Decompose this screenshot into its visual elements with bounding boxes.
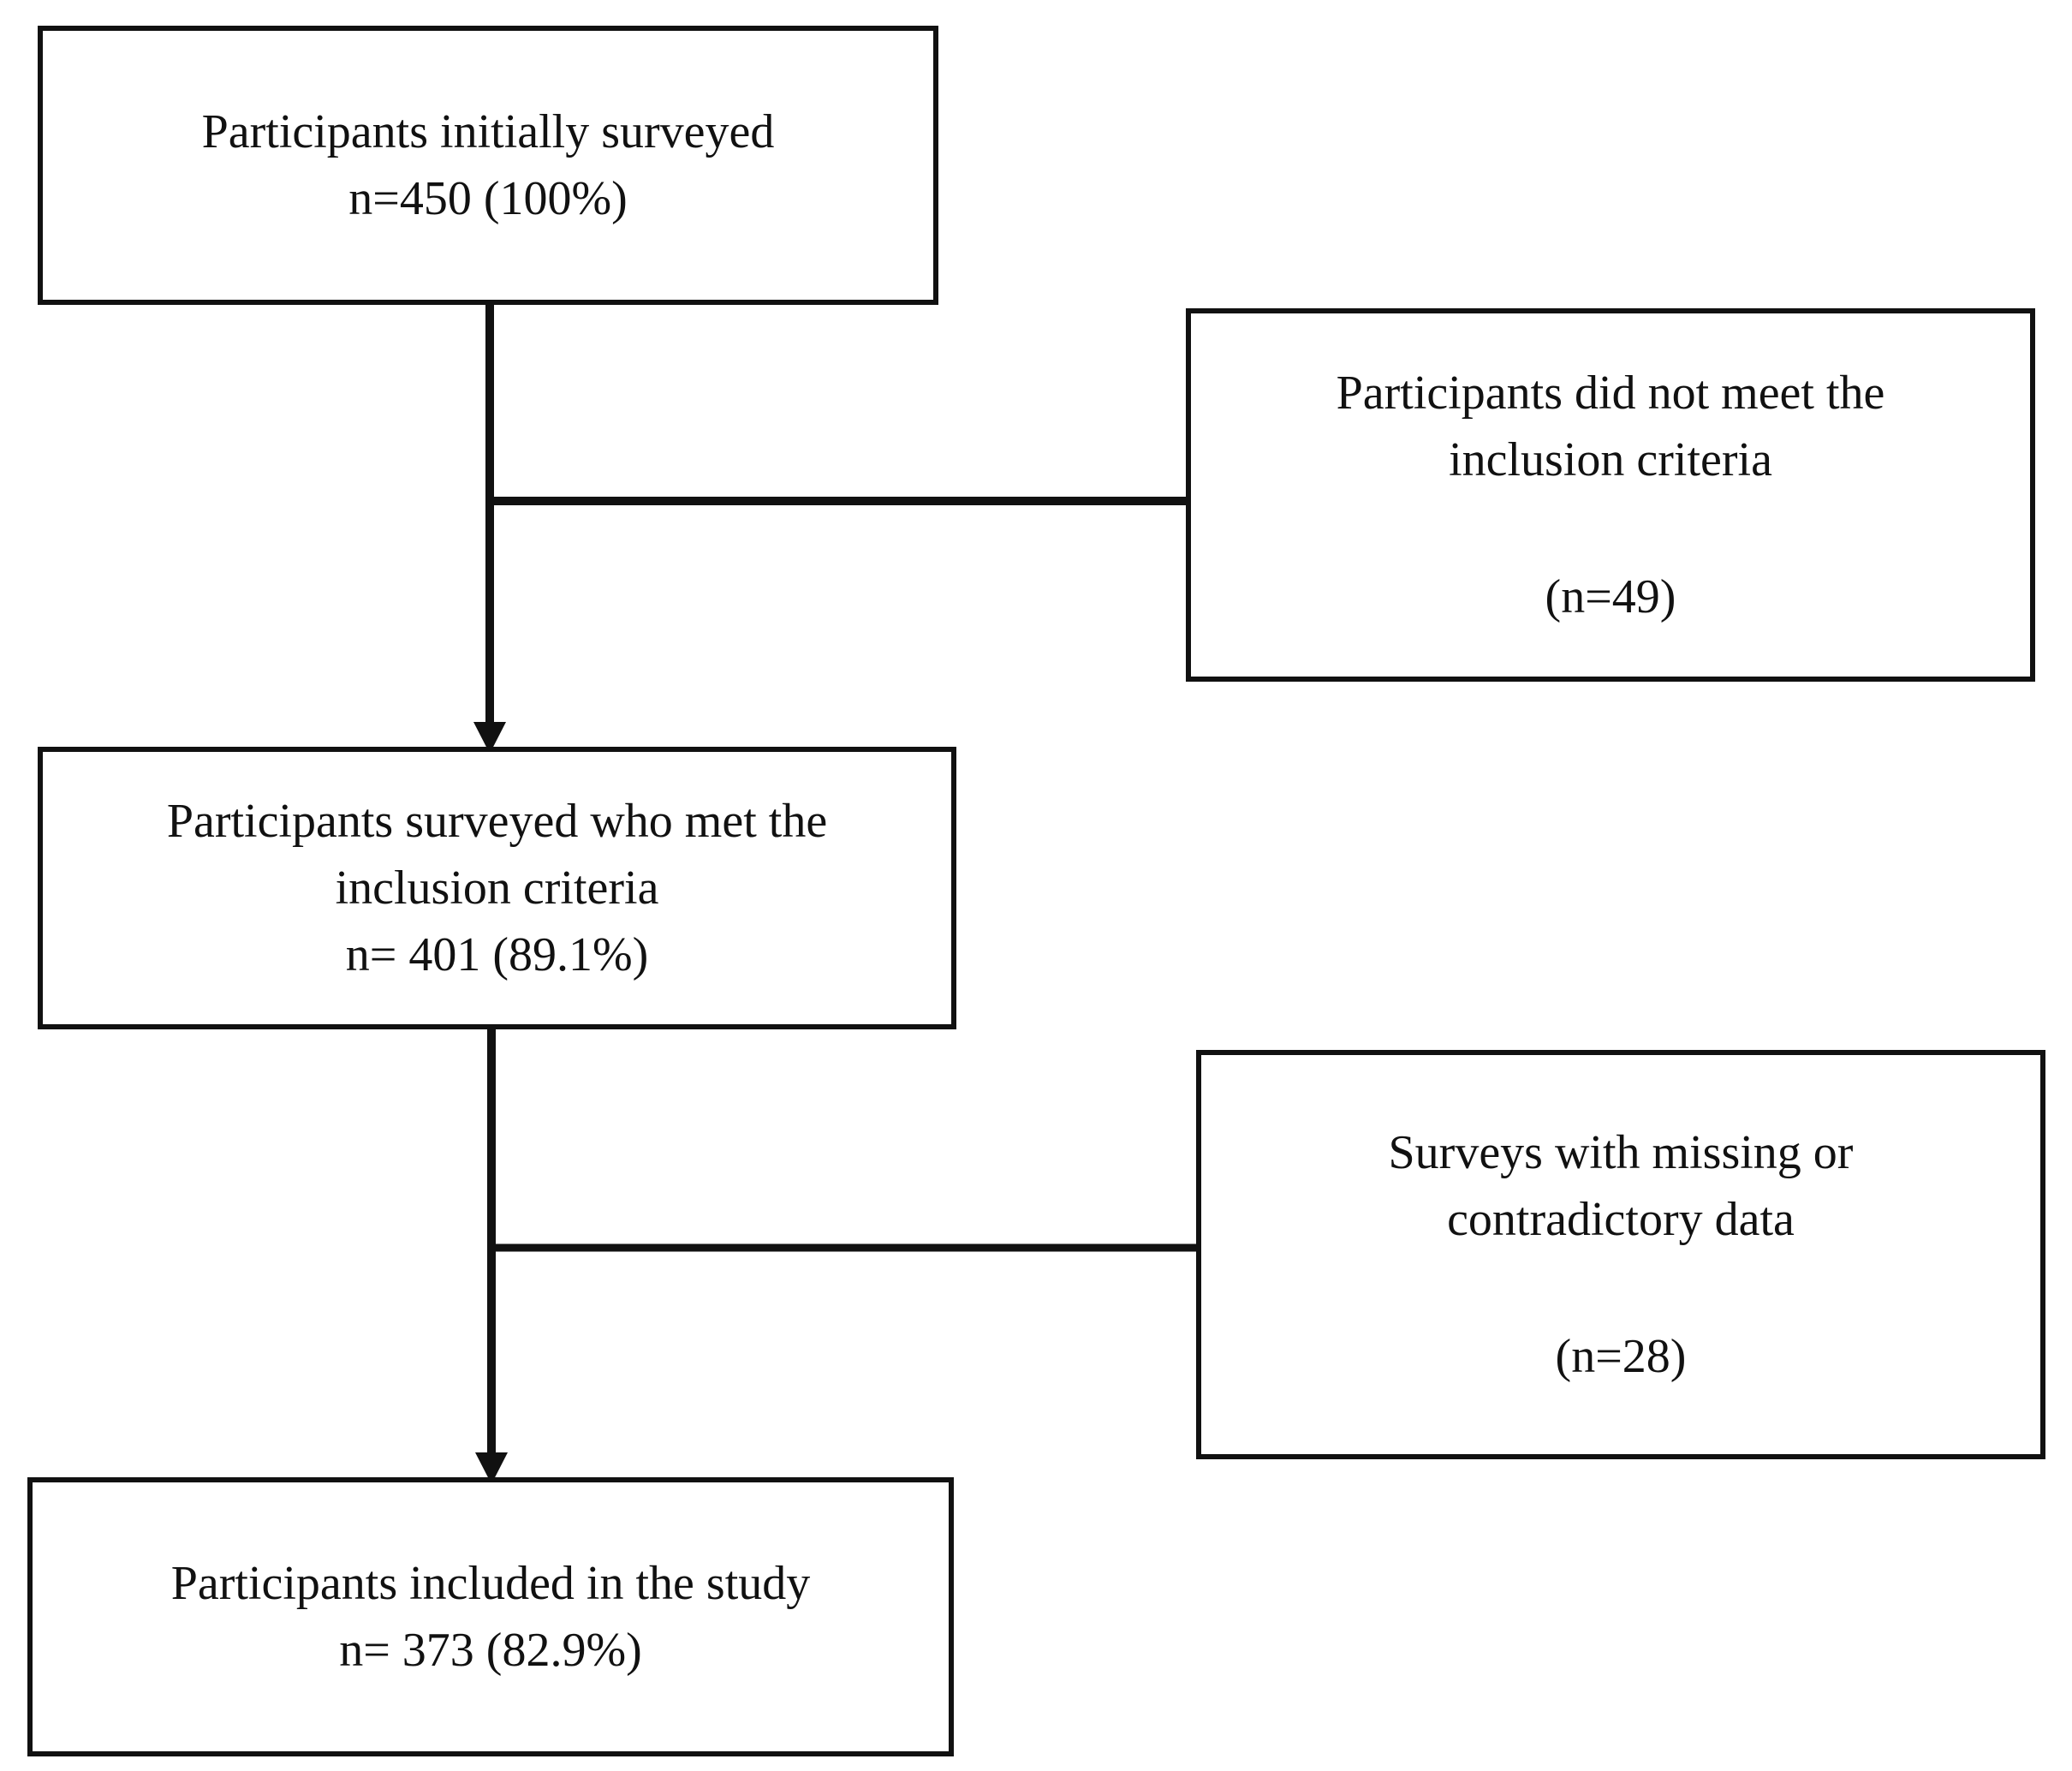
box-included-study-count: n= 373 (82.9%) (339, 1624, 642, 1677)
box-included-study: Participants included in the study n= 37… (27, 1477, 954, 1756)
box-excluded-criteria-title-2: inclusion criteria (1449, 433, 1772, 486)
box-missing-data-title-1: Surveys with missing or (1388, 1126, 1854, 1179)
arrow-head-to-box3 (473, 722, 506, 754)
box-initially-surveyed: Participants initially surveyed n=450 (1… (38, 26, 938, 305)
box-initially-surveyed-count: n=450 (100%) (348, 172, 628, 225)
box-missing-data: Surveys with missing or contradictory da… (1196, 1050, 2045, 1459)
box-met-criteria-title-2: inclusion criteria (335, 862, 659, 915)
arrow-head-to-box5 (475, 1452, 508, 1484)
box-initially-surveyed-title: Participants initially surveyed (201, 105, 775, 158)
box-met-criteria-count: n= 401 (89.1%) (345, 928, 649, 981)
box-excluded-criteria: Participants did not meet the inclusion … (1186, 308, 2035, 682)
box-missing-data-title-2: contradictory data (1447, 1193, 1795, 1246)
box-met-criteria: Participants surveyed who met the inclus… (38, 747, 956, 1029)
box-excluded-criteria-title-1: Participants did not meet the (1336, 367, 1885, 420)
box-missing-data-count: (n=28) (1555, 1330, 1687, 1383)
box-included-study-title: Participants included in the study (170, 1557, 811, 1610)
box-met-criteria-title-1: Participants surveyed who met the (166, 795, 828, 848)
box-excluded-criteria-count: (n=49) (1545, 570, 1676, 623)
